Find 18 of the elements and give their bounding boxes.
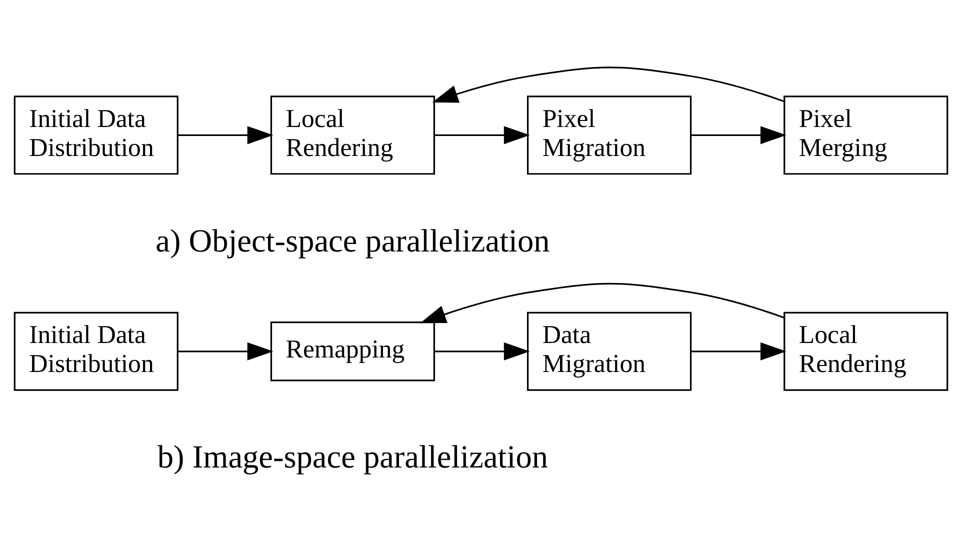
- node-box: Pixel Migration: [526, 95, 692, 174]
- node-box: Remapping: [270, 321, 436, 381]
- node-box: Initial Data Distribution: [14, 311, 178, 390]
- node-box: Pixel Merging: [784, 95, 948, 174]
- arrow: [178, 342, 274, 360]
- arrow: [434, 342, 530, 360]
- node-box: Local Rendering: [784, 311, 948, 390]
- arrow: [432, 66, 784, 102]
- node-box: Local Rendering: [270, 95, 436, 174]
- arrow: [434, 126, 530, 144]
- arrow: [420, 282, 784, 323]
- node-box: Initial Data Distribution: [14, 95, 178, 174]
- label: a) Object-space parallelization: [156, 222, 550, 258]
- arrow: [178, 126, 274, 144]
- label: b) Image-space parallelization: [157, 438, 548, 474]
- arrow: [690, 126, 786, 144]
- node-box: Data Migration: [526, 311, 692, 390]
- arrow: [690, 342, 786, 360]
